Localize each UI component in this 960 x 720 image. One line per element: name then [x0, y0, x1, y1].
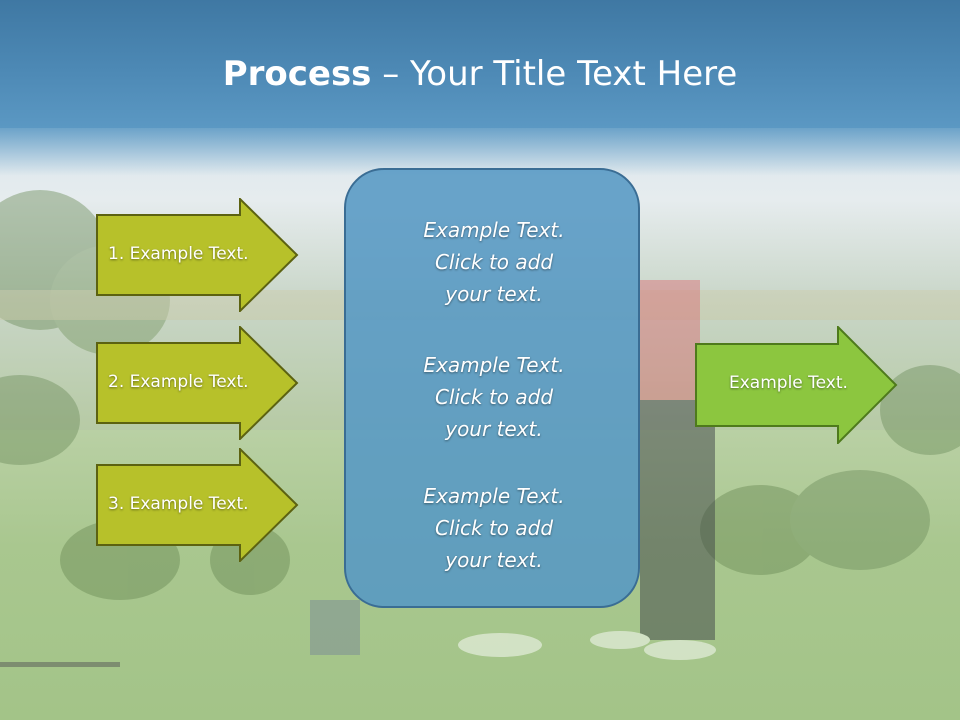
center-text-block-1[interactable]: Example Text. Click to add your text.	[346, 214, 642, 310]
slide-title-rest: – Your Title Text Here	[371, 54, 738, 94]
center-text-line: Click to add	[434, 516, 554, 540]
center-text-line: Example Text.	[423, 484, 565, 508]
process-arrow-label: 1. Example Text.	[108, 244, 249, 264]
arrow-right-shape	[96, 448, 299, 562]
center-text-line: Example Text.	[423, 218, 565, 242]
center-text-line: your text.	[445, 548, 543, 572]
center-text-line: Example Text.	[423, 353, 565, 377]
title-band	[0, 0, 960, 128]
center-text-block-2[interactable]: Example Text. Click to add your text.	[346, 349, 642, 445]
center-text-line: Click to add	[434, 250, 554, 274]
process-arrow-1[interactable]: 1. Example Text.	[96, 198, 300, 312]
center-text-line: your text.	[445, 417, 543, 441]
result-arrow[interactable]: Example Text.	[695, 326, 899, 444]
result-arrow-label: Example Text.	[729, 373, 848, 393]
center-text-line: Click to add	[434, 385, 554, 409]
slide-title[interactable]: Process – Your Title Text Here	[0, 52, 960, 96]
center-text-line: your text.	[445, 282, 543, 306]
process-arrow-3[interactable]: 3. Example Text.	[96, 448, 300, 562]
arrow-right-shape	[96, 198, 299, 312]
process-arrow-label: 2. Example Text.	[108, 372, 249, 392]
process-arrow-2[interactable]: 2. Example Text.	[96, 326, 300, 440]
arrow-right-shape	[96, 326, 299, 440]
slide-title-bold: Process	[222, 54, 372, 94]
process-arrow-label: 3. Example Text.	[108, 494, 249, 514]
center-content-box[interactable]: Example Text. Click to add your text. Ex…	[344, 168, 640, 608]
arrow-right-shape	[695, 326, 898, 444]
title-band-fade	[0, 126, 960, 176]
center-text-block-3[interactable]: Example Text. Click to add your text.	[346, 480, 642, 576]
